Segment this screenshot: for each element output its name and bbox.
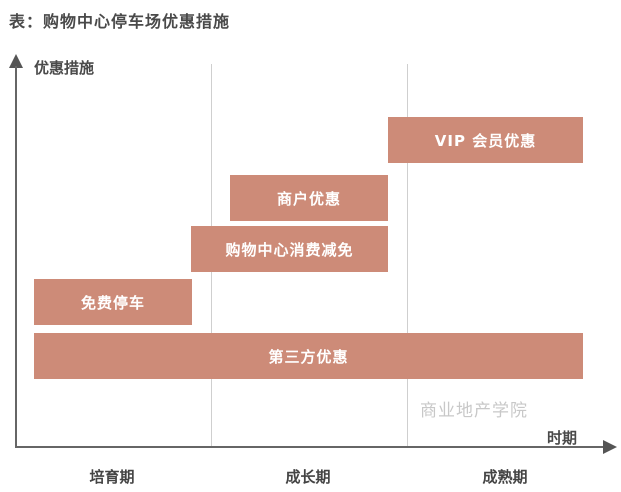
y-axis xyxy=(15,66,17,448)
watermark: 商业地产学院 xyxy=(420,401,528,421)
x-axis xyxy=(15,446,607,448)
phase-label: 成长期 xyxy=(285,468,331,486)
measure-free-parking: 免费停车 xyxy=(34,279,192,325)
phase-divider xyxy=(407,64,408,446)
measure-vip: VIP 会员优惠 xyxy=(388,117,583,163)
diagram-title: 表：购物中心停车场优惠措施 xyxy=(9,12,231,31)
y-axis-arrow-icon xyxy=(9,54,23,68)
measure-third-party: 第三方优惠 xyxy=(34,333,583,379)
measure-mall-discount: 购物中心消费减免 xyxy=(191,226,388,272)
measure-merchant: 商户优惠 xyxy=(230,175,388,221)
phase-label: 成熟期 xyxy=(482,468,528,486)
x-axis-label: 时期 xyxy=(547,429,578,447)
x-axis-arrow-icon xyxy=(603,440,617,454)
y-axis-label: 优惠措施 xyxy=(34,59,95,77)
phase-label: 培育期 xyxy=(89,468,135,486)
